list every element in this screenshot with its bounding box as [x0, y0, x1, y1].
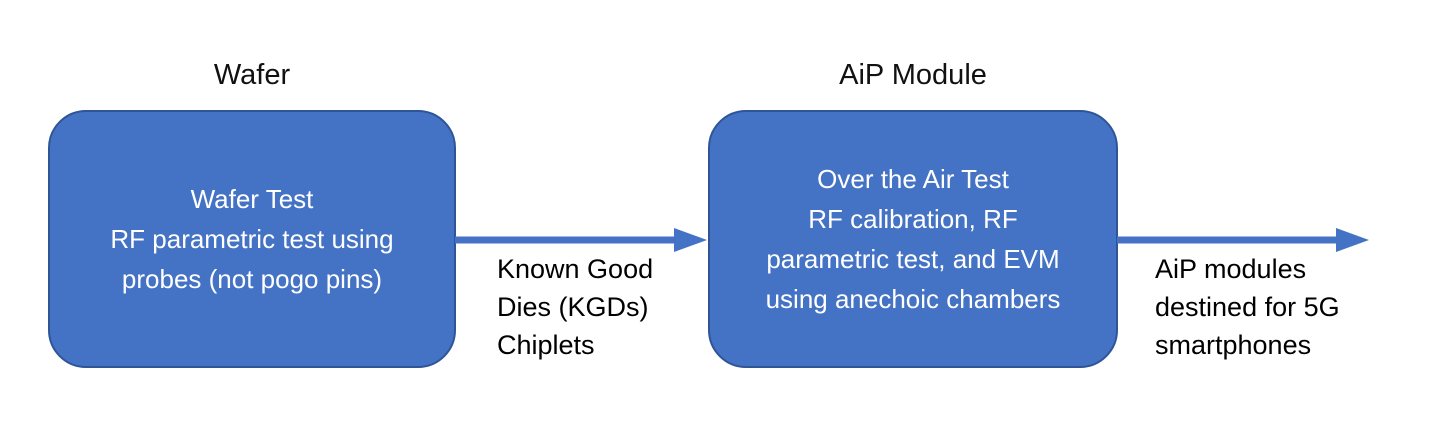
arrow-label-line: AiP modules — [1155, 254, 1307, 284]
node-text-line: Wafer Test — [190, 184, 314, 214]
node-over-the-air-test-text: Over the Air Test RF calibration, RF par… — [710, 159, 1116, 319]
arrow-label-line: Known Good — [497, 254, 654, 284]
arrow-label-line: Dies (KGDs) — [497, 292, 649, 322]
arrow-label-line: Chiplets — [497, 330, 595, 360]
arrow-label-line: smartphones — [1155, 330, 1312, 360]
arrow-label-kgd: Known Good Dies (KGDs) Chiplets — [497, 250, 653, 364]
node-text-line: Over the Air Test — [817, 164, 1009, 194]
node-wafer-test-text: Wafer Test RF parametric test using prob… — [50, 179, 454, 299]
node-text-line: RF calibration, RF — [808, 204, 1018, 234]
flow-arrow-icon — [455, 228, 707, 252]
flow-arrow-icon — [1117, 228, 1369, 252]
node-title-aip-module: AiP Module — [839, 59, 987, 91]
node-wafer-test: Wafer Test RF parametric test using prob… — [48, 110, 456, 368]
node-over-the-air-test: Over the Air Test RF calibration, RF par… — [708, 110, 1118, 368]
node-text-line: probes (not pogo pins) — [121, 264, 383, 294]
node-text-line: using anechoic chambers — [765, 284, 1061, 314]
arrow-label-line: destined for 5G — [1155, 292, 1340, 322]
node-text-line: parametric test, and EVM — [766, 244, 1060, 274]
node-text-line: RF parametric test using — [110, 224, 394, 254]
arrow-label-aip-modules: AiP modules destined for 5G smartphones — [1155, 250, 1340, 364]
node-title-wafer: Wafer — [213, 59, 291, 91]
